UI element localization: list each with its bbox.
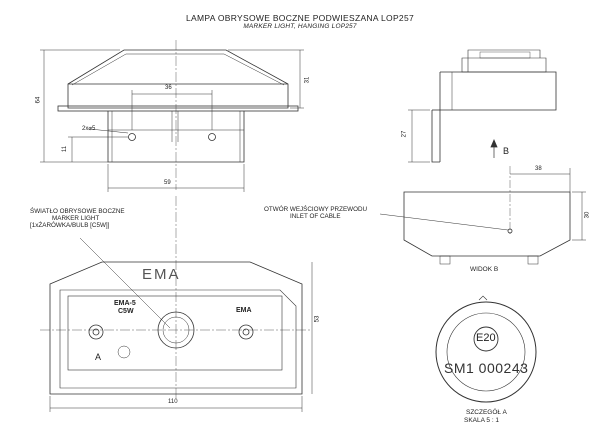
dim-53: 53 [314, 315, 321, 323]
callout-inlet-line2: INLET OF CABLE [290, 213, 341, 220]
side-view [408, 49, 557, 163]
e-mark-circle [473, 326, 499, 352]
dim-36: 36 [165, 85, 172, 91]
brand-mark: EMA [142, 266, 181, 283]
front-dimensions [40, 49, 304, 192]
detail-caption-1: SZCZEGÓŁ A [466, 409, 507, 416]
mount-hole-left [128, 133, 136, 141]
callout-light-line1: ŚWIATŁO OBRYSOWE BOCZNE [30, 208, 125, 215]
dim-59: 59 [164, 180, 171, 186]
callout-light-line3: [1xŻARÓWKA/BULB [C5W]] [30, 222, 110, 229]
detail-caption-2: SKALA 5 : 1 [464, 417, 500, 424]
dim-11: 11 [62, 145, 69, 153]
approval-mark: E20 [476, 332, 496, 344]
dim-holes: 2x⌀5 [82, 126, 96, 132]
view-arrow-label: B [503, 146, 510, 156]
drawing-subtitle: MARKER LIGHT, HANGING LOP257 [243, 23, 357, 30]
mount-hole-right [208, 133, 216, 141]
view-b-label: WIDOK B [470, 266, 499, 273]
dim-31: 31 [304, 76, 311, 84]
lens-bulb: C5W [118, 308, 134, 315]
dim-38: 38 [535, 166, 542, 172]
dim-27: 27 [401, 130, 408, 138]
view-b [379, 166, 586, 265]
lens-brand: EMA [236, 307, 252, 314]
dim-64: 64 [35, 96, 42, 104]
dim-30: 30 [584, 211, 591, 219]
serial-number: SM1 000243 [444, 360, 529, 376]
callout-light-line2: MARKER LIGHT [52, 215, 100, 222]
front-view [57, 40, 299, 190]
lens-model: EMA-5 [114, 300, 136, 307]
detail-a [435, 295, 537, 403]
drawing-title: LAMPA OBRYSOWE BOCZNE PODWIESZANA LOP257 [185, 13, 415, 23]
top-view [40, 196, 313, 412]
detail-marker-a: A [95, 352, 102, 362]
callout-inlet-line1: OTWÓR WEJŚCIOWY PRZEWODU [264, 206, 368, 213]
dim-110: 110 [168, 399, 178, 405]
